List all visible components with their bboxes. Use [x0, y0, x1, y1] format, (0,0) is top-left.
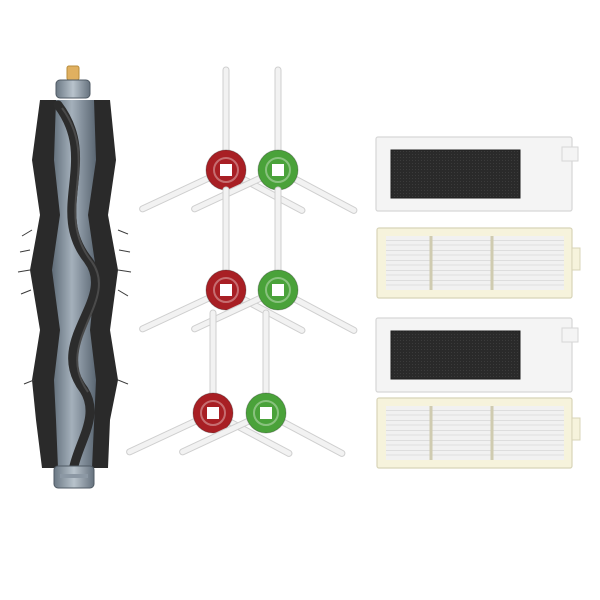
- main-roller-brush: [17, 65, 132, 489]
- side-brush-set: [126, 66, 358, 457]
- pleated-media: [386, 236, 564, 290]
- hepa-filter-1: [376, 227, 581, 299]
- brush-rubber-blade: [53, 100, 100, 471]
- side-brush-5: [126, 309, 293, 457]
- brush-tip: [66, 65, 80, 81]
- hub-square-hole: [207, 407, 219, 419]
- hub-square-hole: [272, 164, 284, 176]
- side-brush-4: [191, 186, 358, 334]
- hepa-filter-2: [376, 397, 581, 469]
- sponge-filter-1: [375, 136, 579, 212]
- hub-square-hole: [220, 284, 232, 296]
- side-brush-1: [139, 66, 306, 214]
- brush-top-cap: [55, 79, 91, 99]
- side-brush-2: [191, 66, 358, 214]
- brush-core: [52, 100, 96, 468]
- brush-bristle-fringe: [17, 229, 132, 385]
- foam-pad: [390, 330, 521, 380]
- side-brush-6: [179, 309, 346, 457]
- foam-pad: [390, 149, 521, 199]
- sponge-filter-2: [375, 317, 579, 393]
- hub-square-hole: [260, 407, 272, 419]
- pleated-media: [386, 406, 564, 460]
- hub-square-hole: [220, 164, 232, 176]
- hub-square-hole: [272, 284, 284, 296]
